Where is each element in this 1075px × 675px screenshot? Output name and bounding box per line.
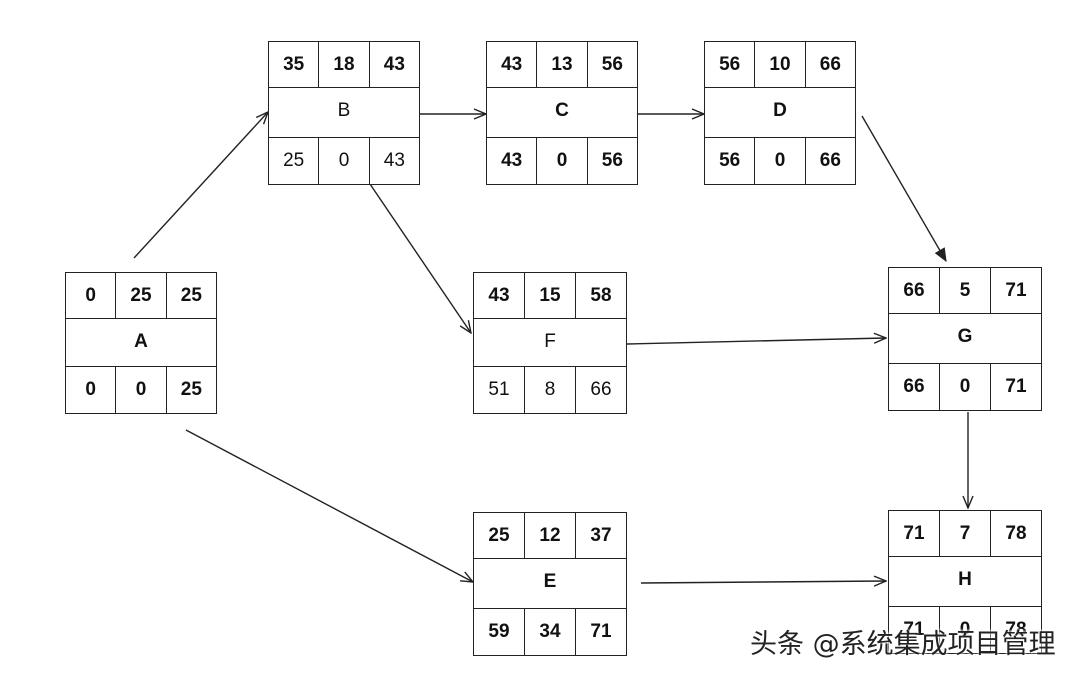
node-c-duration: 13 bbox=[536, 42, 586, 87]
node-h-ls: 71 bbox=[903, 619, 925, 640]
node-h: 71 7 78 H 71 0 78 bbox=[888, 510, 1042, 654]
node-d-lf: 66 bbox=[804, 138, 855, 184]
node-e-es: 25 bbox=[488, 524, 510, 546]
node-c: 43 13 56 C 43 0 56 bbox=[486, 41, 638, 185]
node-a-ef: 25 bbox=[165, 273, 216, 318]
node-f-es: 43 bbox=[488, 284, 510, 306]
node-a-early-row: 0 25 25 bbox=[66, 273, 216, 319]
node-f: 43 15 58 F 51 8 66 bbox=[473, 272, 627, 414]
node-c-es: 43 bbox=[501, 53, 523, 75]
node-b-lf: 43 bbox=[368, 138, 419, 184]
node-d-es: 56 bbox=[719, 53, 741, 75]
node-d-late-row: 56 0 66 bbox=[705, 137, 855, 184]
node-b-es: 35 bbox=[283, 53, 305, 75]
node-b-ef: 43 bbox=[368, 42, 419, 87]
node-h-name: H bbox=[958, 569, 972, 590]
node-b-ls: 25 bbox=[283, 150, 305, 171]
node-f-duration: 15 bbox=[524, 273, 575, 318]
node-g-name: G bbox=[957, 326, 973, 347]
node-a-duration: 25 bbox=[115, 273, 165, 318]
node-d-early-row: 56 10 66 bbox=[705, 42, 855, 88]
node-h-float: 0 bbox=[939, 607, 990, 653]
node-d-ls: 56 bbox=[719, 150, 741, 171]
node-f-lf: 66 bbox=[575, 367, 626, 413]
watermark: 头条 @系统集成项目管理 bbox=[750, 629, 1056, 660]
node-g-ef: 71 bbox=[990, 268, 1041, 313]
node-b-name: B bbox=[337, 100, 351, 121]
node-f-name: F bbox=[544, 331, 556, 352]
node-e-late-row: 59 34 71 bbox=[474, 608, 626, 655]
node-a-lf: 25 bbox=[165, 367, 216, 413]
node-d-ef: 66 bbox=[804, 42, 855, 87]
node-d-name: D bbox=[773, 100, 787, 121]
node-e-early-row: 25 12 37 bbox=[474, 513, 626, 559]
node-g: 66 5 71 G 66 0 71 bbox=[888, 267, 1042, 411]
node-a-es: 0 bbox=[85, 284, 96, 306]
node-c-ef: 56 bbox=[586, 42, 637, 87]
node-e-ef: 37 bbox=[575, 513, 626, 558]
node-e-float: 34 bbox=[524, 609, 575, 655]
node-b: 35 18 43 B 25 0 43 bbox=[268, 41, 420, 185]
node-e-ls: 59 bbox=[488, 621, 510, 642]
node-b-duration: 18 bbox=[318, 42, 368, 87]
arrow-a-to-e bbox=[185, 429, 473, 582]
node-d-float: 0 bbox=[754, 138, 804, 184]
node-h-duration: 7 bbox=[939, 511, 990, 556]
arrow-e-to-h bbox=[640, 581, 886, 583]
arrow-f-to-g bbox=[626, 338, 886, 345]
node-g-float: 0 bbox=[939, 364, 990, 410]
node-e-name: E bbox=[543, 571, 557, 592]
node-g-lf: 71 bbox=[990, 364, 1041, 410]
node-h-late-row: 71 0 78 bbox=[889, 606, 1041, 653]
node-b-late-row: 25 0 43 bbox=[269, 137, 419, 184]
node-a-late-row: 0 0 25 bbox=[66, 366, 216, 413]
node-b-early-row: 35 18 43 bbox=[269, 42, 419, 88]
node-h-lf: 78 bbox=[990, 607, 1041, 653]
node-g-late-row: 66 0 71 bbox=[889, 363, 1041, 410]
node-c-early-row: 43 13 56 bbox=[487, 42, 637, 88]
arrow-d-to-g bbox=[861, 115, 946, 261]
node-e-lf: 71 bbox=[575, 609, 626, 655]
node-e: 25 12 37 E 59 34 71 bbox=[473, 512, 627, 656]
node-f-ef: 58 bbox=[575, 273, 626, 318]
node-f-float: 8 bbox=[524, 367, 575, 413]
node-a-ls: 0 bbox=[85, 379, 96, 400]
arrow-b-to-f bbox=[369, 183, 471, 333]
node-c-lf: 56 bbox=[586, 138, 637, 184]
node-h-es: 71 bbox=[903, 522, 925, 544]
node-c-ls: 43 bbox=[501, 150, 523, 171]
node-d-duration: 10 bbox=[754, 42, 804, 87]
node-c-late-row: 43 0 56 bbox=[487, 137, 637, 184]
node-g-early-row: 66 5 71 bbox=[889, 268, 1041, 314]
node-f-early-row: 43 15 58 bbox=[474, 273, 626, 319]
node-h-ef: 78 bbox=[990, 511, 1041, 556]
node-g-duration: 5 bbox=[939, 268, 990, 313]
node-f-late-row: 51 8 66 bbox=[474, 366, 626, 413]
node-a: 0 25 25 A 0 0 25 bbox=[65, 272, 217, 414]
node-c-float: 0 bbox=[536, 138, 586, 184]
node-g-es: 66 bbox=[903, 279, 925, 301]
node-d: 56 10 66 D 56 0 66 bbox=[704, 41, 856, 185]
node-f-ls: 51 bbox=[488, 379, 510, 400]
node-a-name: A bbox=[134, 331, 148, 352]
arrow-a-to-b bbox=[133, 112, 268, 259]
node-a-float: 0 bbox=[115, 367, 165, 413]
node-g-ls: 66 bbox=[903, 376, 925, 397]
node-b-float: 0 bbox=[318, 138, 368, 184]
node-h-early-row: 71 7 78 bbox=[889, 511, 1041, 557]
node-e-duration: 12 bbox=[524, 513, 575, 558]
node-c-name: C bbox=[555, 100, 569, 121]
